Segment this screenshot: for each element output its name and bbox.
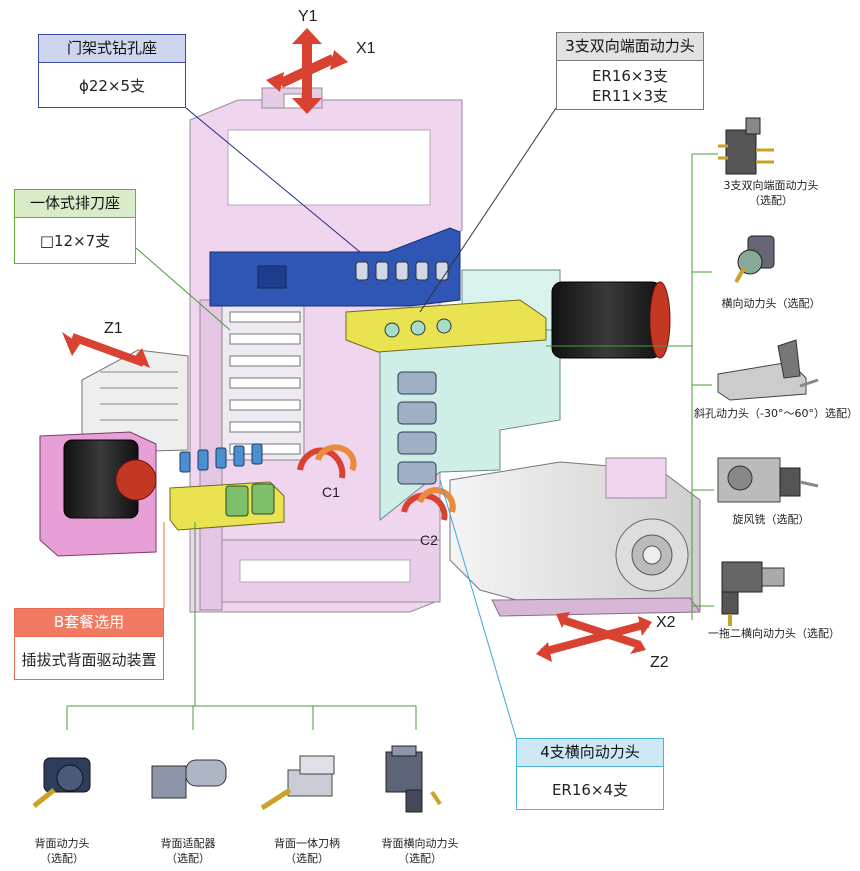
dual-cross-icon (721, 561, 785, 626)
bottom-option-back-head: 背面动力头 （选配） (12, 836, 112, 866)
axis-arrows (62, 28, 652, 662)
bottom-option-back-adapter: 背面适配器 （选配） (138, 836, 238, 866)
side-option-name: 横向动力头（选配） (721, 297, 821, 310)
back-adapter-icon (151, 759, 227, 799)
main-spindle-left (39, 349, 189, 557)
y1-x1-arrows (266, 28, 348, 114)
face-head-icon (718, 117, 774, 175)
bottom-option-name: 背面横向动力头 (381, 837, 459, 850)
side-option-cross: 横向动力头（选配） (696, 296, 846, 311)
axis-z2-label: Z2 (650, 654, 669, 671)
face-power-head (345, 299, 547, 353)
gantry-title: 门架式钻孔座 (39, 35, 185, 63)
z1-arrow (62, 332, 150, 368)
rotation-arcs (297, 444, 456, 521)
gantry-drill-seat (209, 227, 461, 307)
axis-x2-label: X2 (656, 614, 676, 631)
bset-title: B套餐选用 (15, 609, 163, 637)
bottom-option-note: （选配） (285, 852, 329, 865)
axis-c1-label: C1 (322, 484, 340, 500)
bottom-option-note: （选配） (166, 852, 210, 865)
bottom-option-name: 背面一体刀柄 (274, 837, 340, 850)
sub-spindle (449, 457, 701, 617)
x2-z2-arrows (536, 612, 652, 662)
bottom-option-back-holder: 背面一体刀柄 （选配） (252, 836, 362, 866)
angle-head-icon (717, 339, 819, 401)
cross-value: ER16×4支 (551, 781, 629, 799)
face-value-1: ER16×3支 (591, 67, 669, 85)
gantry-callout: 门架式钻孔座 ϕ22×5支 (38, 34, 186, 108)
axis-z1-label: Z1 (104, 320, 123, 337)
gantry-value: ϕ22×5支 (78, 77, 146, 95)
side-option-dual: 一拖二横向动力头（选配） (694, 626, 854, 641)
gang-value: □12×7支 (39, 232, 111, 250)
side-option-name: 斜孔动力头（-30°～60°）选配） (694, 407, 858, 420)
face-title: 3支双向端面动力头 (557, 33, 703, 61)
bottom-option-note: （选配） (398, 852, 442, 865)
bottom-option-name: 背面动力头 (34, 837, 90, 850)
face-callout: 3支双向端面动力头 ER16×3支 ER11×3支 (556, 32, 704, 110)
back-holder-icon (260, 755, 335, 811)
back-cross-icon (385, 745, 442, 813)
gang-title: 一体式排刀座 (15, 190, 135, 218)
axis-y1-label: Y1 (298, 8, 318, 25)
back-head-icon (32, 757, 91, 808)
axis-x1-label: X1 (356, 40, 376, 57)
back-drive-unit (169, 443, 285, 531)
side-option-note: （选配） (749, 194, 793, 207)
axis-c2-label: C2 (420, 532, 438, 548)
side-option-name: 旋风铣（选配） (732, 513, 810, 526)
gang-callout: 一体式排刀座 □12×7支 (14, 189, 136, 264)
side-option-whirl: 旋风铣（选配） (696, 512, 846, 527)
cross-title: 4支横向动力头 (517, 739, 663, 767)
cross-head-icon (734, 235, 775, 283)
side-option-name: 一拖二横向动力头（选配） (708, 627, 840, 640)
bottom-option-note: （选配） (40, 852, 84, 865)
whirl-mill-icon (717, 457, 819, 503)
bset-callout: B套餐选用 插拔式背面驱动装置 (14, 608, 164, 680)
face-value-2: ER11×3支 (591, 87, 669, 105)
side-option-angle: 斜孔动力头（-30°～60°）选配） (694, 406, 858, 421)
side-option-name: 3支双向端面动力头 (723, 179, 819, 192)
gang-tool-rack (221, 299, 305, 461)
leader-lines (66, 107, 718, 739)
bset-value: 插拔式背面驱动装置 (21, 651, 157, 669)
side-option-face: 3支双向端面动力头 （选配） (696, 178, 846, 208)
cross-callout: 4支横向动力头 ER16×4支 (516, 738, 664, 810)
bottom-option-back-cross: 背面横向动力头 （选配） (360, 836, 480, 866)
spindle-motor-right (551, 281, 671, 359)
bottom-option-name: 背面适配器 (160, 837, 216, 850)
